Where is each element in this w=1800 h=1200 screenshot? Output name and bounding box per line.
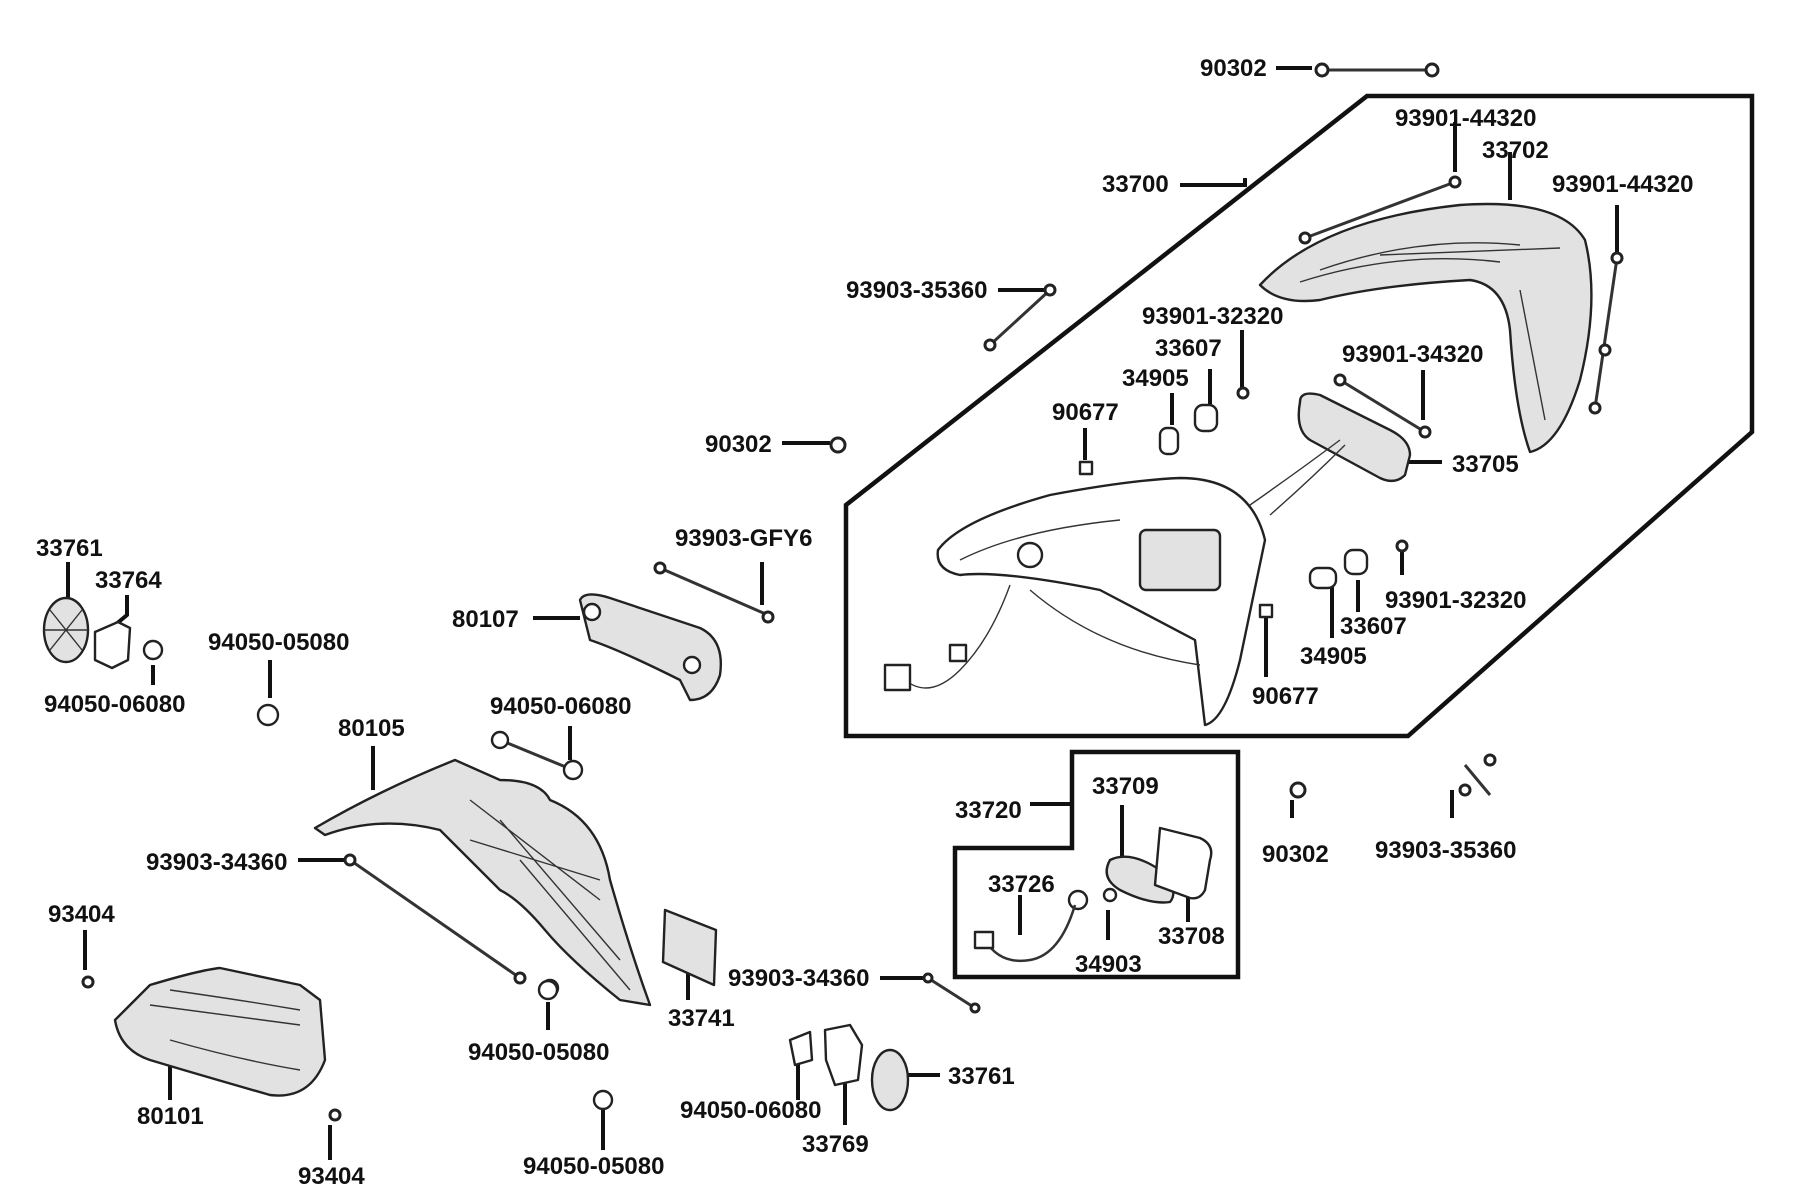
label-90302-top: 90302 [1200, 55, 1267, 82]
label-34903: 34903 [1075, 951, 1142, 978]
part-33741-plate [661, 908, 718, 987]
part-33720-license-light [973, 826, 1213, 963]
label-93901-34320: 93901-34320 [1342, 341, 1483, 368]
part-93903-35360-screw-top [983, 283, 1057, 352]
label-80107: 80107 [452, 606, 519, 633]
part-93903-34360-mid [922, 972, 981, 1014]
label-33700: 33700 [1102, 171, 1169, 198]
label-33705: 33705 [1452, 451, 1519, 478]
label-33764: 33764 [95, 567, 162, 594]
label-33709: 33709 [1092, 773, 1159, 800]
label-93901-44320-a: 93901-44320 [1395, 105, 1536, 132]
label-33769: 33769 [802, 1131, 869, 1158]
part-bulbs-top [1078, 386, 1250, 476]
label-93903-34360-left: 93903-34360 [146, 849, 287, 876]
label-33761-left: 33761 [36, 535, 103, 562]
label-33726: 33726 [988, 871, 1055, 898]
label-33607-bot: 33607 [1340, 613, 1407, 640]
part-33769-33761-right [788, 1023, 910, 1112]
license-light-assembly-frame [952, 749, 1241, 980]
part-bulbs-bottom [1258, 539, 1409, 619]
part-80107-bracket [578, 561, 775, 702]
label-93903-34360-mid: 93903-34360 [728, 965, 869, 992]
label-93901-32320-bot: 93901-32320 [1385, 587, 1526, 614]
label-33607-top: 33607 [1155, 335, 1222, 362]
label-90677-bot: 90677 [1252, 683, 1319, 710]
label-93901-32320-top: 93901-32320 [1142, 303, 1283, 330]
label-33720: 33720 [955, 797, 1022, 824]
part-80101-undertray [81, 966, 342, 1122]
part-94050-05080-bot-nut [592, 1089, 614, 1111]
label-94050-05080-bot: 94050-05080 [523, 1153, 664, 1180]
label-34905-top: 34905 [1122, 365, 1189, 392]
label-33702: 33702 [1482, 137, 1549, 164]
part-33761-left-reflector [42, 596, 164, 670]
label-34905-bot: 34905 [1300, 643, 1367, 670]
label-33741: 33741 [668, 1005, 735, 1032]
part-93903-35360-right [1458, 753, 1497, 797]
label-94050-05080-top: 94050-05080 [208, 629, 349, 656]
part-33702-lens-cover [1258, 202, 1593, 454]
part-tail-housing [883, 476, 1267, 727]
part-94050-06080-mid [490, 730, 584, 781]
part-80105-fender [313, 758, 652, 1007]
label-33761-right: 33761 [948, 1063, 1015, 1090]
part-90302-top-bolts [1314, 62, 1440, 78]
label-94050-06080-mid: 94050-06080 [490, 693, 631, 720]
label-93903-gfy6: 93903-GFY6 [675, 525, 812, 552]
label-93404-bot: 93404 [298, 1163, 365, 1190]
part-33705-stop-lamp [1249, 373, 1432, 516]
label-90677-top: 90677 [1052, 399, 1119, 426]
label-93903-35360-top: 93903-35360 [846, 277, 987, 304]
leader-lines [66, 66, 1619, 1160]
label-94050-06080-left: 94050-06080 [44, 691, 185, 718]
part-labels: 90302 93901-44320 33702 93901-44320 3370… [36, 55, 1693, 1190]
label-33708: 33708 [1158, 923, 1225, 950]
label-80105: 80105 [338, 715, 405, 742]
tail-light-assembly-frame [843, 93, 1755, 739]
label-93404-top: 93404 [48, 901, 115, 928]
part-90302-mid-bolt [829, 436, 847, 454]
label-93903-35360-right: 93903-35360 [1375, 837, 1516, 864]
label-80101: 80101 [137, 1103, 204, 1130]
label-90302-mid: 90302 [705, 431, 772, 458]
part-94050-05080-mid-nut [537, 979, 559, 1001]
label-93901-44320-b: 93901-44320 [1552, 171, 1693, 198]
part-94050-05080-top-nut [256, 703, 280, 727]
label-94050-05080-mid: 94050-05080 [468, 1039, 609, 1066]
part-90302-right-bolt [1289, 781, 1307, 799]
label-94050-06080-bot: 94050-06080 [680, 1097, 821, 1124]
label-90302-right: 90302 [1262, 841, 1329, 868]
part-93901-44320-screws [1298, 175, 1624, 415]
